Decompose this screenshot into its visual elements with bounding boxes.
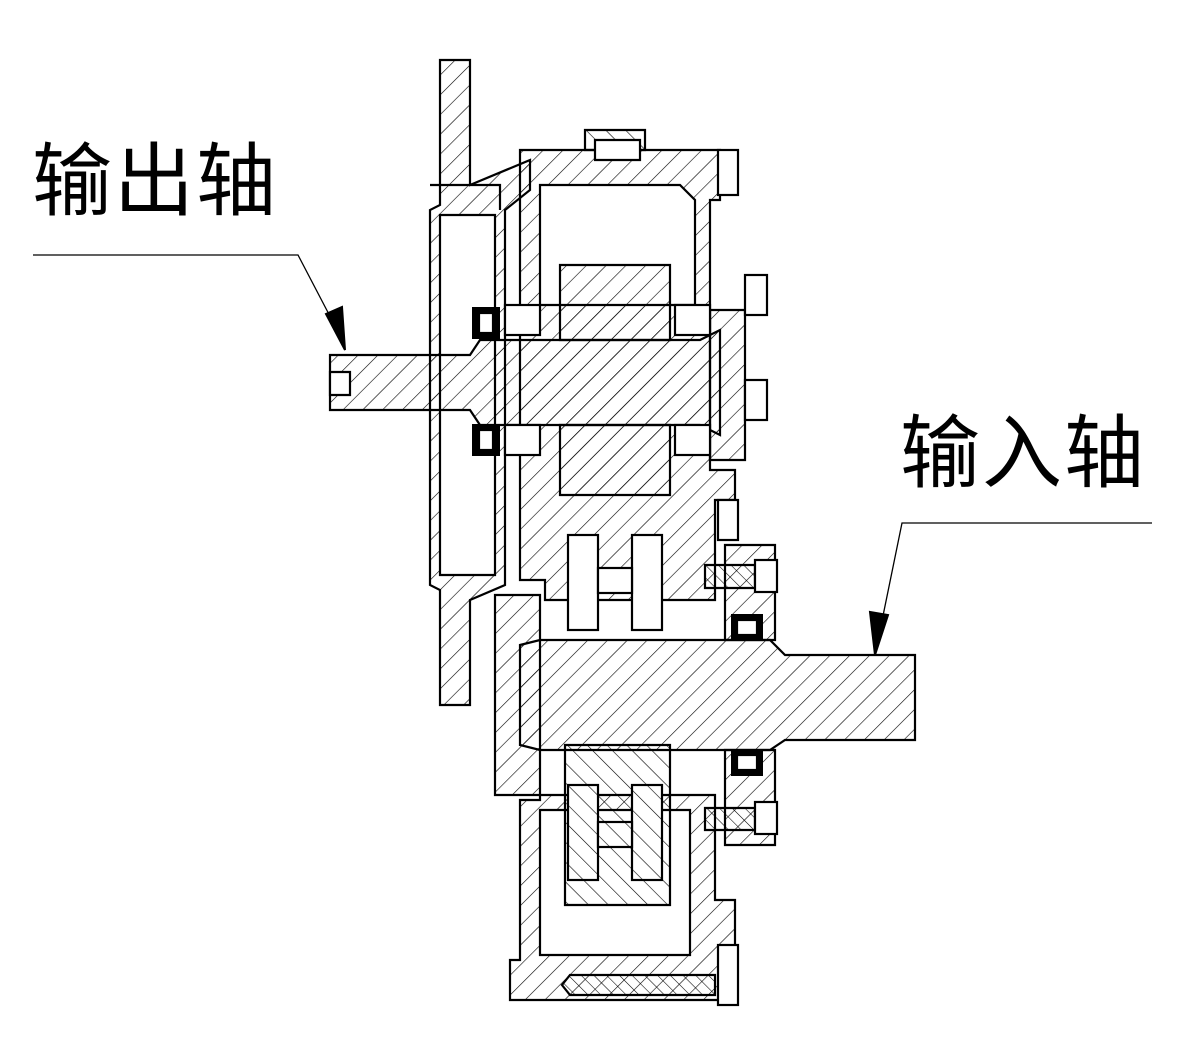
output-shaft-seals	[472, 303, 712, 457]
leader-input	[868, 522, 1152, 656]
input-shaft-label: 输入轴	[900, 407, 1146, 500]
output-shaft-label: 输出轴	[32, 135, 278, 228]
upper-gear	[558, 263, 672, 497]
planet-gears	[563, 533, 672, 907]
output-shaft	[328, 328, 722, 437]
input-cover	[703, 543, 779, 847]
leader-output	[33, 254, 346, 351]
bottom-bolt	[560, 943, 740, 1007]
input-shaft	[518, 638, 917, 752]
